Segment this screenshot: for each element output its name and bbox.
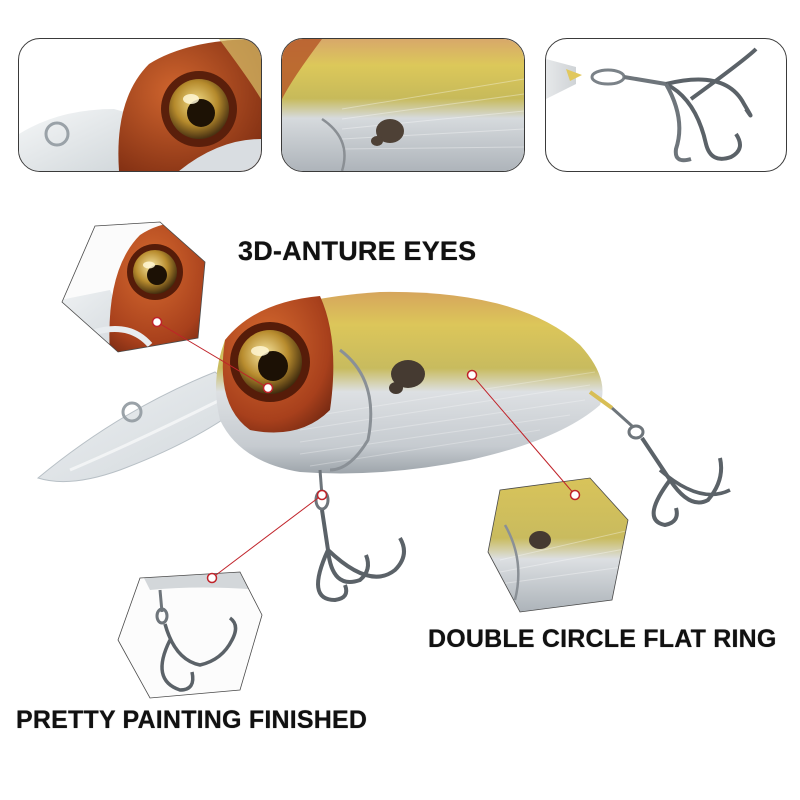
treble-hook-closeup-icon [546, 47, 758, 163]
lure-body-closeup-icon [282, 39, 524, 171]
lure-eye-closeup-icon [19, 39, 261, 171]
thumbnail-eye-closeup [18, 38, 262, 172]
thumbnail-hook-closeup [545, 38, 787, 172]
ring-detail-hexagon [487, 477, 629, 613]
leader-lines [151, 316, 581, 584]
hook-detail-hexagon [117, 571, 263, 699]
callout-ring-label: DOUBLE CIRCLE FLAT RING [428, 625, 777, 653]
callout-painting-label: PRETTY PAINTING FINISHED [16, 706, 368, 734]
eye-detail-hexagon [61, 221, 206, 353]
callout-eyes-label: 3D-ANTURE EYES [238, 236, 477, 266]
thumbnail-body-closeup [281, 38, 525, 172]
